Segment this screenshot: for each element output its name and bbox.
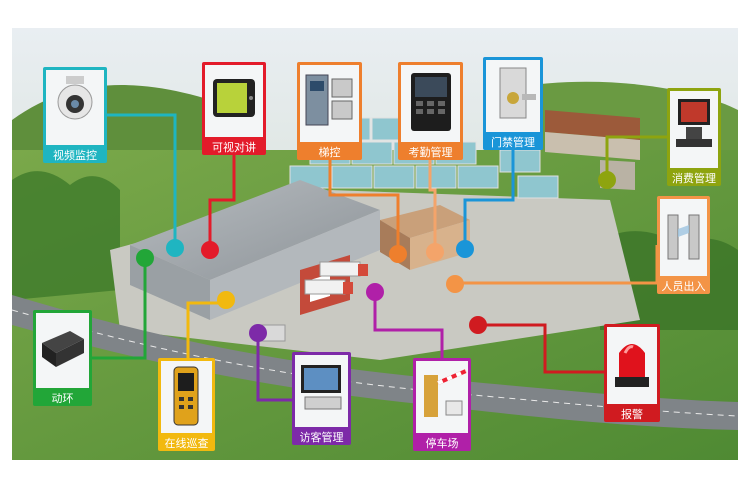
connector-alarm (478, 323, 604, 374)
label-attendance: 考勤管理 (408, 146, 453, 159)
label-video-intercom: 可视对讲 (212, 141, 256, 154)
connector-parking (373, 295, 444, 358)
label-visitor: 访客管理 (299, 431, 344, 444)
alarm-beacon-icon (607, 327, 657, 404)
dot-parking (366, 283, 384, 301)
connector-video-surveillance (107, 113, 177, 248)
connector-consumption (605, 135, 667, 180)
dot-elevator-control (389, 245, 407, 263)
dot-alarm (469, 316, 487, 334)
dot-access-control (456, 240, 474, 258)
door-lock-icon (486, 60, 540, 132)
parking-barrier-icon (416, 361, 468, 433)
pos-terminal-icon (670, 91, 718, 168)
connector-dynamic-env (92, 258, 147, 360)
card-video-surveillance[interactable]: 视频监控 (43, 67, 107, 163)
patrol-handheld-icon (161, 361, 212, 433)
elevator-panel-icon (300, 65, 359, 142)
dot-video-intercom (201, 241, 219, 259)
label-dynamic-env: 动环 (51, 392, 74, 405)
trucks (304, 261, 368, 295)
tree-cluster-left (12, 171, 120, 300)
connector-visitor (256, 335, 292, 402)
label-parking: 停车场 (425, 437, 459, 450)
card-access-control[interactable]: 门禁管理 (483, 57, 543, 150)
label-consumption: 消费管理 (672, 172, 716, 185)
label-elevator-control: 梯控 (318, 146, 341, 159)
dot-patrol (217, 291, 235, 309)
dot-visitor (249, 324, 267, 342)
card-visitor[interactable]: 访客管理 (292, 352, 351, 445)
label-personnel-entry-exit: 人员出入 (661, 280, 706, 293)
dome-camera-icon (46, 70, 104, 145)
dot-consumption (598, 171, 616, 189)
dot-personnel (446, 275, 464, 293)
dot-attendance (426, 243, 444, 261)
card-patrol[interactable]: 在线巡查 (158, 358, 215, 451)
card-video-intercom[interactable]: 可视对讲 (202, 62, 266, 155)
main-road (12, 295, 738, 430)
card-elevator-control[interactable]: 梯控 (297, 62, 362, 160)
turnstile-gate-icon (660, 199, 707, 276)
card-dynamic-env[interactable]: 动环 (33, 310, 92, 406)
card-attendance[interactable]: 考勤管理 (398, 62, 463, 160)
dot-video-surveillance (166, 239, 184, 257)
connector-attendance (428, 160, 437, 252)
attendance-terminal-icon (401, 65, 460, 142)
label-alarm: 报警 (621, 408, 643, 421)
dot-dynamic-env (136, 249, 154, 267)
connector-elevator-control (328, 160, 400, 252)
card-alarm[interactable]: 报警 (604, 324, 660, 422)
sheds-right (545, 110, 640, 190)
label-video-surveillance: 视频监控 (53, 149, 97, 162)
connector-access-control (463, 150, 515, 248)
card-personnel-entry-exit[interactable]: 人员出入 (657, 196, 710, 294)
connector-video-intercom (208, 155, 236, 248)
label-access-control: 门禁管理 (491, 136, 535, 149)
connector-dots (136, 171, 616, 342)
connectors (92, 113, 667, 402)
environment-host-icon (36, 313, 89, 388)
card-parking[interactable]: 停车场 (413, 358, 471, 451)
label-patrol: 在线巡查 (164, 437, 209, 450)
visitor-kiosk-icon (295, 355, 348, 427)
card-consumption[interactable]: 消费管理 (667, 88, 721, 186)
intercom-screen-icon (205, 65, 263, 137)
